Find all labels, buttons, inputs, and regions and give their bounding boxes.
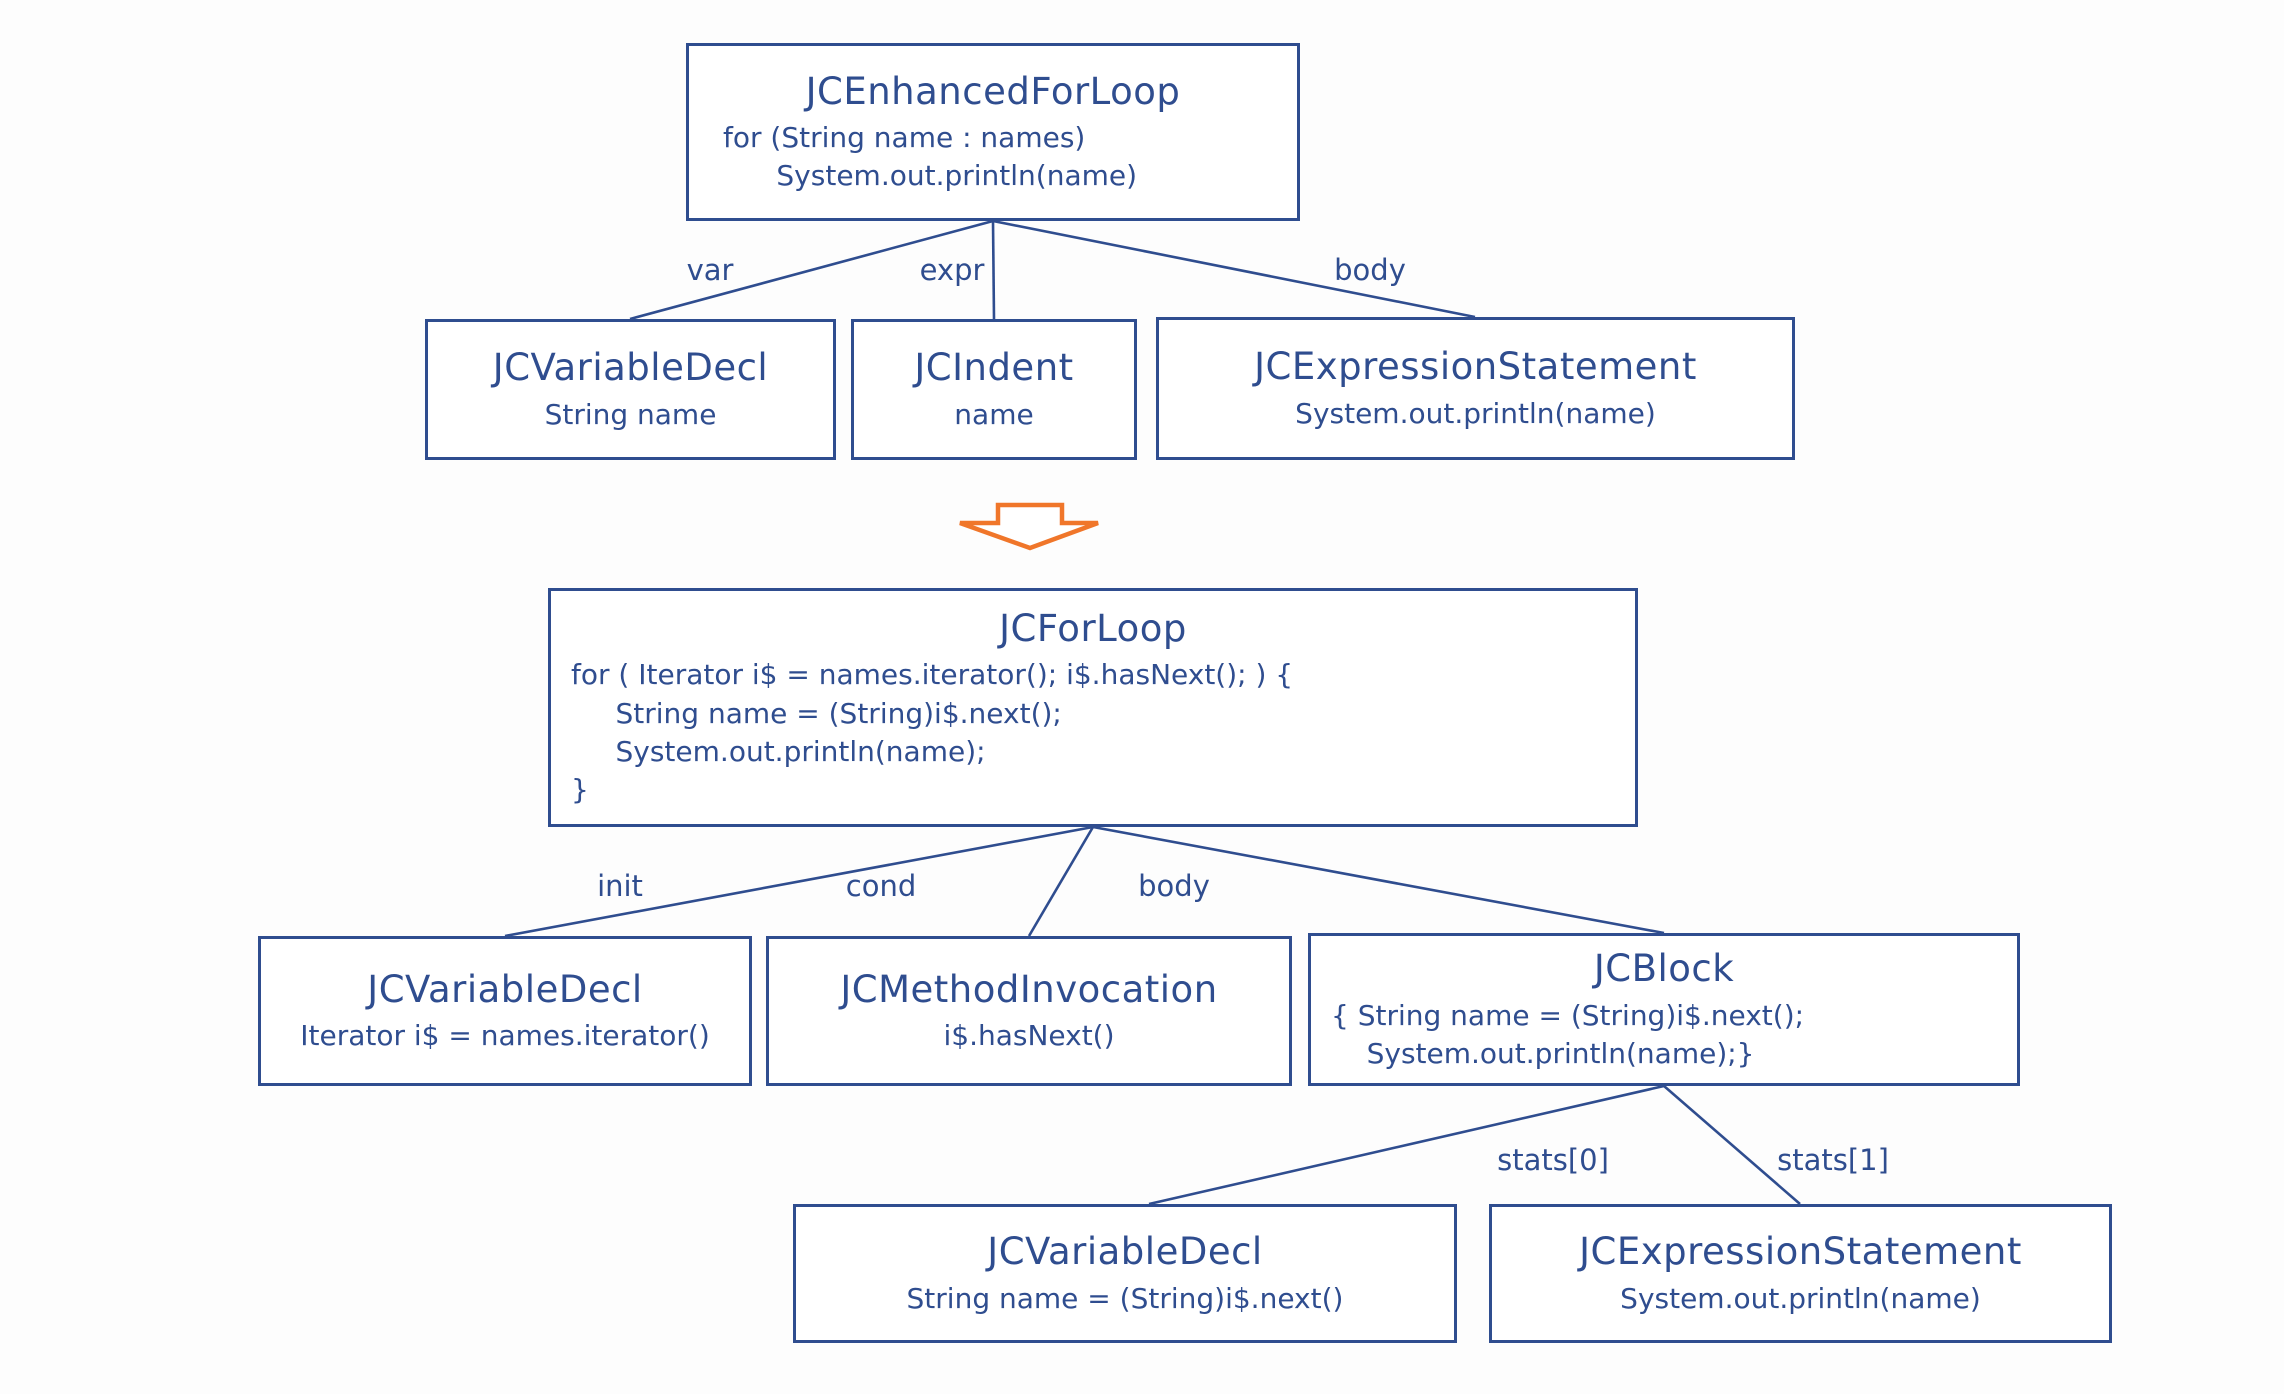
node-code: Iterator i$ = names.iterator(): [300, 1019, 710, 1053]
node-code: for (String name : names) System.out.pri…: [723, 121, 1138, 193]
node-code: String name: [544, 397, 717, 431]
node-jcexpressionstatement-stat1: JCExpressionStatement System.out.println…: [1489, 1204, 2112, 1343]
node-code: System.out.println(name): [1620, 1281, 1981, 1315]
edge-label-stats0: stats[0]: [1497, 1143, 1609, 1177]
edge-label-body-top: body: [1334, 253, 1406, 287]
node-title: JCForLoop: [999, 607, 1187, 651]
node-jcvariabledecl-init: JCVariableDecl Iterator i$ = names.itera…: [258, 936, 752, 1086]
node-jcenhancedforloop: JCEnhancedForLoop for (String name : nam…: [686, 43, 1300, 221]
node-jcmethodinvocation: JCMethodInvocation i$.hasNext(): [766, 936, 1292, 1086]
desugar-arrow-icon: [959, 502, 1099, 551]
node-jcblock: JCBlock { String name = (String)i$.next(…: [1308, 933, 2020, 1086]
node-jcindent: JCIndent name: [851, 319, 1137, 460]
node-title: JCExpressionStatement: [1579, 1230, 2022, 1274]
edge-label-cond: cond: [845, 869, 917, 903]
node-code: for ( Iterator i$ = names.iterator(); i$…: [571, 658, 1294, 806]
node-title: JCVariableDecl: [492, 346, 769, 390]
node-title: JCVariableDecl: [367, 967, 643, 1011]
edge-label-init: init: [597, 869, 643, 903]
edge-label-expr: expr: [919, 253, 985, 287]
node-title: JCIndent: [914, 346, 1074, 390]
node-code: String name = (String)i$.next(): [906, 1281, 1344, 1315]
node-code: i$.hasNext(): [943, 1019, 1115, 1053]
node-title: JCEnhancedForLoop: [805, 69, 1181, 113]
edge-label-stats1: stats[1]: [1777, 1143, 1889, 1177]
node-jcvariabledecl-stat0: JCVariableDecl String name = (String)i$.…: [793, 1204, 1457, 1343]
node-title: JCVariableDecl: [987, 1230, 1263, 1274]
node-jcexpressionstatement-body: JCExpressionStatement System.out.println…: [1156, 317, 1795, 460]
node-title: JCExpressionStatement: [1254, 345, 1697, 389]
node-jcforloop: JCForLoop for ( Iterator i$ = names.iter…: [548, 588, 1638, 827]
node-jcvariabledecl-var: JCVariableDecl String name: [425, 319, 836, 460]
node-code: { String name = (String)i$.next(); Syste…: [1331, 998, 1805, 1070]
node-code: name: [954, 397, 1034, 431]
node-code: System.out.println(name): [1295, 396, 1656, 430]
edge-label-var: var: [686, 253, 734, 287]
node-title: JCBlock: [1593, 947, 1735, 991]
edge-label-body-bottom: body: [1138, 869, 1210, 903]
node-title: JCMethodInvocation: [840, 967, 1218, 1011]
